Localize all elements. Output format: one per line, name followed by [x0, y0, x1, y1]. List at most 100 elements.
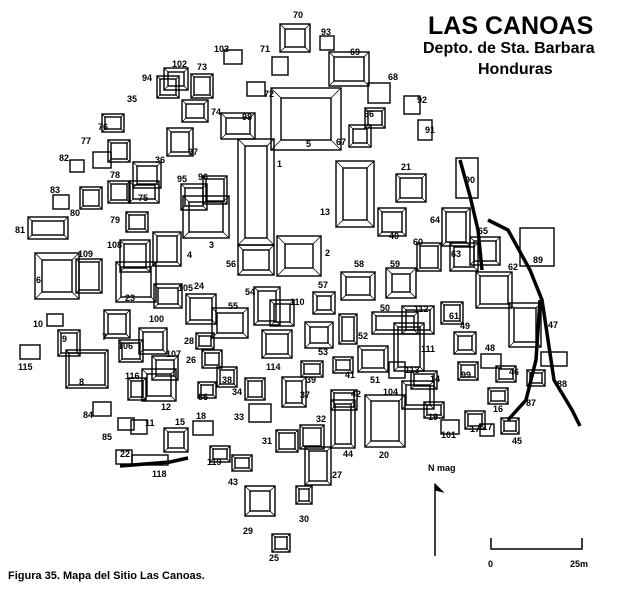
structure-104 [401, 380, 435, 410]
structure-25 [271, 533, 291, 553]
structure-70 [279, 23, 311, 53]
structure-label: 115 [18, 362, 33, 372]
structure-48 [480, 353, 502, 369]
structure-label: 35 [127, 94, 137, 104]
structure-label: 15 [175, 417, 185, 427]
structure-77 [92, 151, 112, 169]
structure-71 [271, 56, 289, 76]
structure-17 [464, 410, 486, 430]
structure-16 [487, 387, 509, 405]
structure-label: 57 [318, 280, 328, 290]
structure-label: 32 [316, 414, 326, 424]
structure-67 [348, 124, 372, 148]
structure-label: 68 [388, 72, 398, 82]
structure-label: 77 [81, 136, 91, 146]
structure-5 [270, 87, 342, 151]
structure-label: 70 [293, 10, 303, 20]
structure-label: 96 [198, 172, 208, 182]
structure-label: 89 [533, 255, 543, 265]
structure-20 [364, 394, 406, 448]
structure-label: 14 [430, 374, 440, 384]
structure-label: 108 [107, 240, 122, 250]
structure-label: 71 [260, 44, 270, 54]
structure-111 [393, 322, 425, 372]
wall-88 [487, 218, 582, 427]
structure-55 [211, 307, 249, 339]
structure-label: 83 [50, 185, 60, 195]
structure-label: 46 [509, 367, 519, 377]
structure-label: 6 [36, 275, 41, 285]
structure-73 [190, 73, 214, 99]
structure-label: 99 [461, 370, 471, 380]
structure-label: 78 [110, 170, 120, 180]
structure-label: 59 [390, 259, 400, 269]
scale-end-label: 25m [570, 559, 588, 569]
structure-60 [416, 242, 442, 272]
structure-82 [69, 159, 85, 173]
structure-84 [92, 401, 112, 417]
structure-label: 112 [414, 304, 429, 314]
structure-label: 43 [228, 477, 238, 487]
structure-80 [79, 186, 103, 210]
structure-89 [519, 227, 555, 267]
structure-15 [163, 427, 189, 453]
structure-102 [163, 67, 189, 91]
structure-label: 36 [155, 155, 165, 165]
structure-label: 19 [428, 412, 438, 422]
structure-36 [132, 161, 162, 189]
structure-label: 56 [226, 259, 236, 269]
north-arrow: N mag [428, 463, 456, 556]
structure-label: 64 [430, 215, 440, 225]
structure-label: 116 [125, 371, 140, 381]
structure-88 [540, 351, 568, 367]
structure-52 [338, 313, 358, 345]
structure-label: 54 [245, 287, 255, 297]
structure-label: 2 [325, 248, 330, 258]
structure-83 [52, 194, 70, 210]
structure-56 [237, 244, 275, 276]
structure-label: 18 [196, 411, 206, 421]
structure-105 [153, 283, 183, 309]
wall-87 [506, 299, 542, 422]
structure-label: 63 [451, 249, 461, 259]
structure-78 [107, 180, 131, 204]
structure-34 [244, 377, 266, 401]
structure-51 [357, 345, 389, 373]
structure-label: 67 [336, 137, 346, 147]
structure-39 [300, 360, 324, 378]
structure-label: 55 [228, 301, 238, 311]
structure-label: 72 [264, 89, 274, 99]
structure-54 [253, 286, 281, 326]
structure-93 [319, 35, 335, 51]
structure-label: 48 [485, 343, 495, 353]
structure-label: 22 [120, 449, 130, 459]
structure-label: 58 [354, 259, 364, 269]
structure-label: 94 [142, 73, 152, 83]
structure-101 [440, 419, 460, 435]
structure-label: 86 [198, 392, 208, 402]
structure-label: 12 [161, 402, 171, 412]
structure-label: 20 [379, 450, 389, 460]
structure-97 [166, 127, 194, 157]
structure-30 [295, 485, 313, 505]
structure-85 [117, 417, 135, 431]
structure-label: 16 [493, 404, 503, 414]
structure-label: 118 [152, 469, 167, 479]
structure-11 [130, 419, 148, 435]
structure-label: 76 [98, 122, 108, 132]
structure-37 [281, 376, 307, 408]
structure-92 [403, 95, 421, 115]
north-label: N mag [428, 463, 456, 473]
scale-bar: 0 25m [488, 538, 588, 569]
structure-66 [364, 107, 386, 129]
structure-label: 17 [470, 424, 480, 434]
structure-label: 117 [478, 422, 493, 432]
structure-2 [276, 235, 322, 277]
structure-33 [248, 403, 272, 423]
wall-118 [119, 456, 189, 468]
structure-68 [367, 82, 391, 104]
structure-31 [275, 429, 299, 453]
structure-label: 80 [70, 208, 80, 218]
structure-108 [119, 239, 151, 273]
